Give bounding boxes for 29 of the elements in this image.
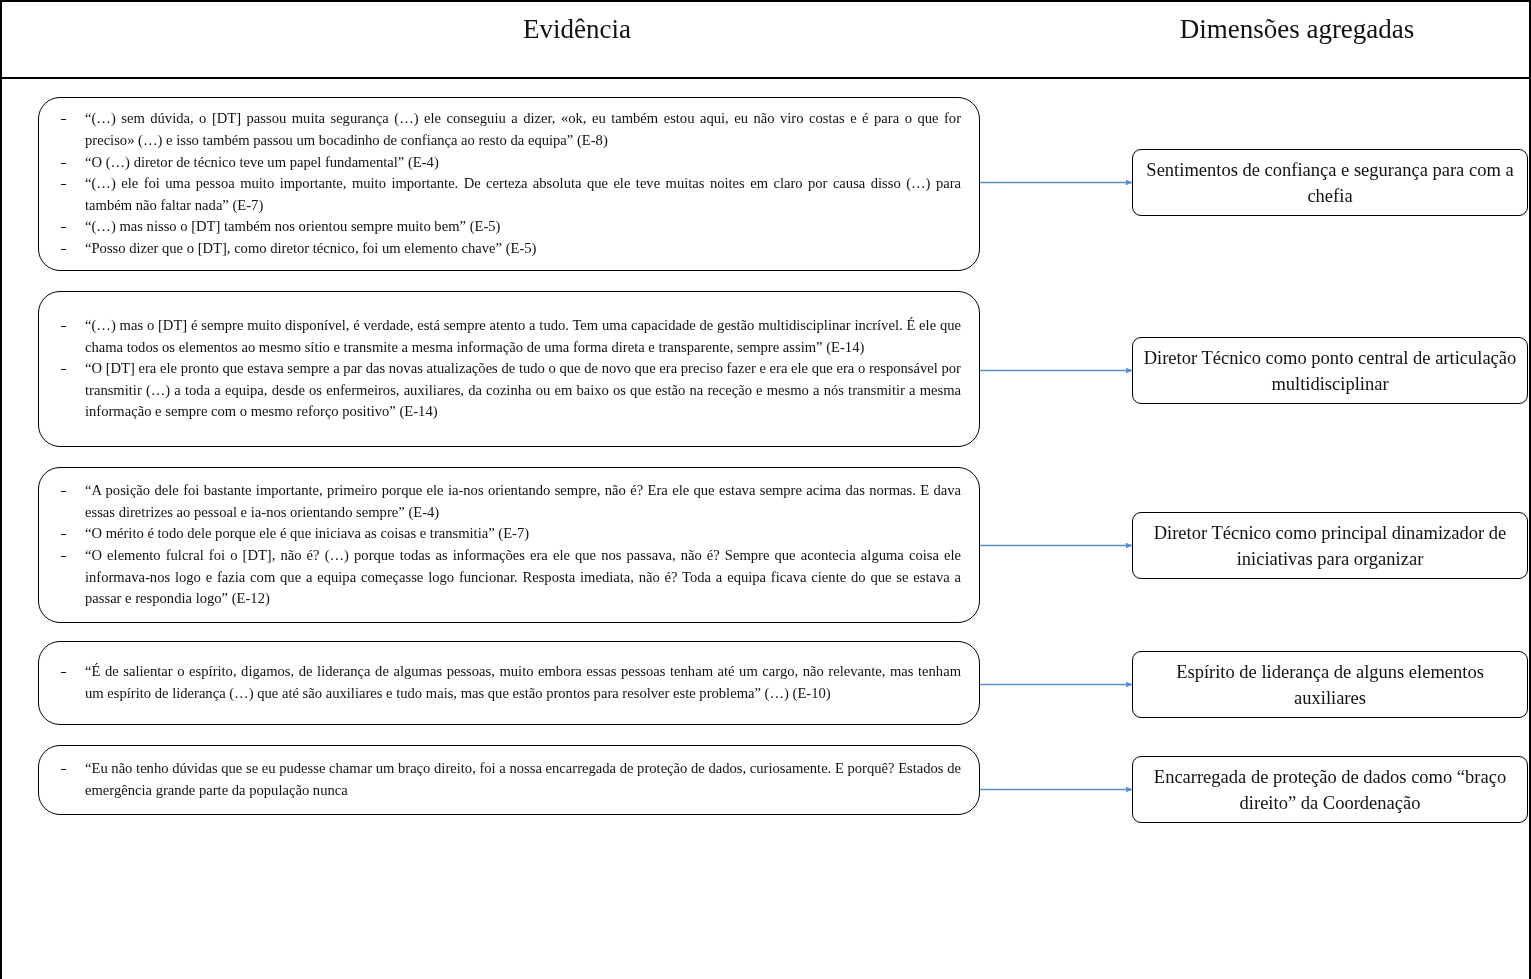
dimension-box: Diretor Técnico como principal dinamizador de iniciativas para organizar: [1132, 512, 1528, 579]
quote-text: “(…) mas nisso o [DT] também nos orientou sempre muito bem” (E-5): [85, 217, 502, 237]
quote-text: “O mérito é todo dele porque ele é que iniciava as coisas e transmitia” (E-7): [85, 524, 531, 544]
dimension-box: Encarregada de proteção de dados como “braço direito” da Coordenação: [1132, 756, 1528, 823]
evidence-box: [38, 467, 980, 623]
arrow: [979, 179, 1133, 186]
arrow: [979, 681, 1133, 688]
quote-text: “O [DT] era ele pronto que estava sempre a par das novas atualizações de tudo o que de novo que era preciso fazer e era ele que era o responsável por transmitir (…) a toda a equipa, desde os enfermeiros, auxiliares, da cozinha ou em baixo os que estão na receção e mesmo a nós transmitir a mesma informação e sempre com o mesmo reforço positivo” (E-14): [85, 359, 961, 422]
column-header: Dimensões agregadas: [1179, 14, 1415, 45]
evidence-box: [38, 291, 980, 447]
quote-text: “O (…) diretor de técnico teve um papel fundamental” (E-4): [85, 152, 440, 172]
evidence-box: [38, 745, 980, 815]
arrow: [979, 542, 1133, 549]
quote-text: “Posso dizer que o [DT], como diretor técnico, foi um elemento chave” (E-5): [85, 239, 538, 258]
quote-text: “(…) mas o [DT] é sempre muito disponível, é verdade, está sempre atento a tudo. Tem uma capacidade de gestão multidisciplinar incrível. É ele que chama todos os elementos ao mesmo sítio e transmite a mesma informação de uma forma direta e transparente, sempre assim” (E-14): [85, 316, 961, 357]
arrow: [979, 367, 1133, 374]
column-header: Evidência: [523, 14, 631, 45]
quote-text: “O elemento fulcral foi o [DT], não é? (…) porque todas as informações era ele que nos passava, não é? Sempre que acontecia alguma coisa ele informava-nos logo e fazia com que a equipa começasse logo funcionar. Resposta imediata, não é? Toda a equipa ficava ciente do que se estava a passar e respondia logo” (E-12): [85, 546, 961, 609]
dimension-box: Sentimentos de confiança e segurança para com a chefia: [1132, 149, 1528, 216]
quote-text: “Eu não tenho dúvidas que se eu pudesse chamar um braço direito, foi a nossa encarregada de proteção de dados, curiosamente. E porquê? Estados de emergência grande parte da população nunca: [85, 759, 961, 800]
dimension-box: Espírito de liderança de alguns elementos auxiliares: [1132, 651, 1528, 718]
arrow: [979, 786, 1133, 793]
quote-text: “A posição dele foi bastante importante, primeiro porque ele ia-nos orientando sempre, não é? Era ele que estava sempre acima das normas. E dava essas diretrizes ao pessoal e ia-nos orientando sempre” (E-4): [85, 481, 961, 522]
evidence-box: [38, 641, 980, 725]
evidence-box: [38, 97, 980, 271]
quote-text: “(…) sem dúvida, o [DT] passou muita segurança (…) ele conseguiu a dizer, «ok, eu também estou aqui, eu não viro costas e é para o que for preciso» (…) e isso também passou um bocadinho de confiança ao resto da equipa” (E-8): [85, 109, 961, 150]
quote-text: “(…) ele foi uma pessoa muito importante, muito importante. De certeza absoluta que ele teve muitas noites em claro por causa disso (…) para também não faltar nada” (E-7): [85, 174, 961, 215]
dimension-box: Diretor Técnico como ponto central de articulação multidisciplinar: [1132, 337, 1528, 404]
quote-text: “É de salientar o espírito, digamos, de liderança de algumas pessoas, muito embora essas pessoas tenham até um cargo, não relevante, mas tenham um espírito de liderança (…) que até são auxiliares e tudo mais, mas que estão prontos para resolver este problema” (…) (E-10): [85, 662, 961, 703]
